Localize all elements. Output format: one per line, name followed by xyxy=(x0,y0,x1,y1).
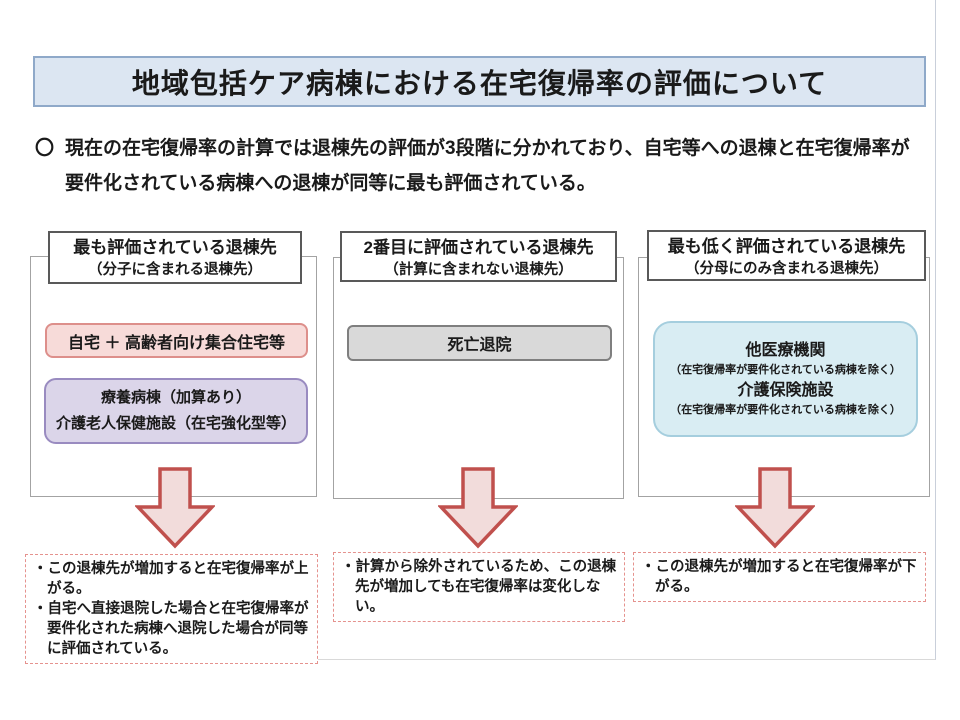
down-arrow-icon xyxy=(135,467,215,549)
intro-paragraph: 〇 現在の在宅復帰率の計算では退棟先の評価が3段階に分かれており、自宅等への退棟… xyxy=(35,131,923,201)
nursing-insurance-label: 介護保険施設 xyxy=(737,382,834,399)
slide-canvas: 地域包括ケア病棟における在宅復帰率の評価について 〇 現在の在宅復帰率の計算では… xyxy=(25,0,936,664)
column-2-frame xyxy=(333,257,624,499)
column-1-note-box: ・この退棟先が増加すると在宅復帰率が上がる。 ・自宅へ直接退院した場合と在宅復帰… xyxy=(25,554,318,664)
column-3-header-line2: （分母にのみ含まれる退棟先） xyxy=(685,260,888,277)
care-ward-line2: 介護老人保健施設（在宅強化型等） xyxy=(55,415,296,432)
column-2-header: 2番目に評価されている退棟先 （計算に含まれない退棟先） xyxy=(340,231,617,282)
death-discharge-label: 死亡退院 xyxy=(447,337,512,354)
column-1-frame xyxy=(30,256,317,497)
note-item: ・計算から除外されているため、この退棟先が増加しても在宅復帰率は変化しない。 xyxy=(341,559,617,615)
slide-title-bar: 地域包括ケア病棟における在宅復帰率の評価について xyxy=(33,56,926,107)
column-3-note-box: ・この退棟先が増加すると在宅復帰率が下がる。 xyxy=(633,552,926,602)
other-medical-note: （在宅復帰率が要件化されている病棟を除く） xyxy=(670,364,901,377)
column-2-note-box: ・計算から除外されているため、この退棟先が増加しても在宅復帰率は変化しない。 xyxy=(333,552,625,622)
nursing-insurance-note: （在宅復帰率が要件化されている病棟を除く） xyxy=(670,404,901,416)
column-2-header-line1: 2番目に評価されている退棟先 xyxy=(363,238,594,257)
note-item: ・この退棟先が増加すると在宅復帰率が上がる。 xyxy=(33,561,309,597)
column-2-header-line2: （計算に含まれない退棟先） xyxy=(384,261,573,278)
column-1-header-line2: （分子に含まれる退棟先） xyxy=(88,261,262,278)
column-1-header: 最も評価されている退棟先 （分子に含まれる退棟先） xyxy=(48,231,302,284)
down-arrow-icon xyxy=(735,467,815,549)
column-1-header-line1: 最も評価されている退棟先 xyxy=(73,238,277,257)
note-item: ・自宅へ直接退院した場合と在宅復帰率が要件化された病棟へ退院した場合が同等に評価… xyxy=(33,601,309,657)
home-housing-box: 自宅 ＋ 高齢者向け集合住宅等 xyxy=(45,323,308,358)
down-arrow-icon xyxy=(438,467,518,549)
column-3-header-line1: 最も低く評価されている退棟先 xyxy=(667,237,906,256)
care-ward-facility-box: 療養病棟（加算あり） 介護老人保健施設（在宅強化型等） xyxy=(44,378,308,444)
column-3-header: 最も低く評価されている退棟先 （分母にのみ含まれる退棟先） xyxy=(647,230,926,281)
other-facility-box: 他医療機関 （在宅復帰率が要件化されている病棟を除く） 介護保険施設 （在宅復帰… xyxy=(653,321,918,437)
note-item: ・この退棟先が増加すると在宅復帰率が下がる。 xyxy=(641,559,917,595)
intro-text: 現在の在宅復帰率の計算では退棟先の評価が3段階に分かれており、自宅等への退棟と在… xyxy=(65,138,910,195)
intro-bullet-marker: 〇 xyxy=(35,138,55,159)
death-discharge-box: 死亡退院 xyxy=(347,325,612,361)
care-ward-line1: 療養病棟（加算あり） xyxy=(100,388,251,406)
home-housing-label: 自宅 ＋ 高齢者向け集合住宅等 xyxy=(68,334,285,352)
slide-title: 地域包括ケア病棟における在宅復帰率の評価について xyxy=(131,67,828,99)
other-medical-label: 他医療機関 xyxy=(745,342,826,360)
